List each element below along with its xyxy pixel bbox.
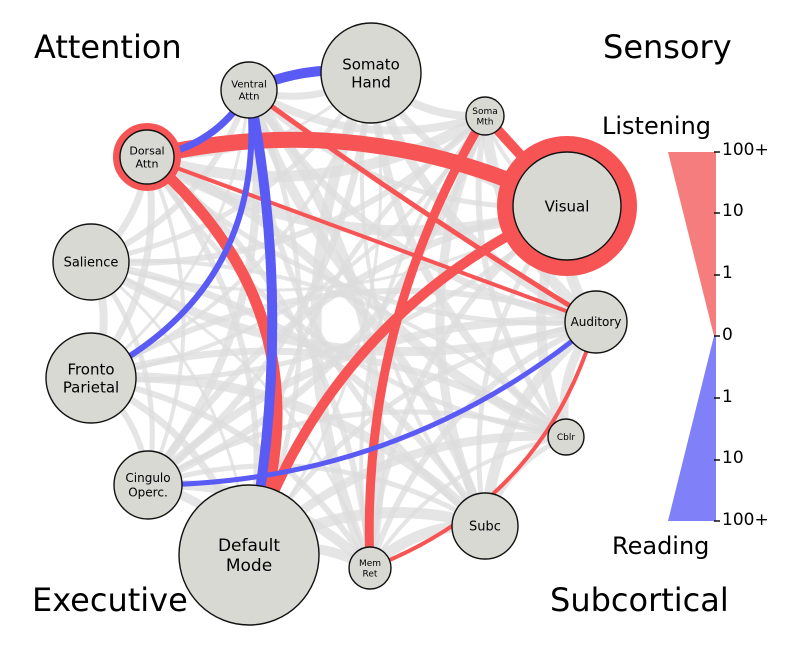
node-label-memret: Mem <box>359 559 381 569</box>
node-circle-cblr <box>547 418 585 456</box>
background-edge <box>142 152 490 531</box>
legend-tick-label: 10 <box>722 448 744 468</box>
node-auditory: Auditory <box>564 290 628 354</box>
corner-subcortical-label: Subcortical <box>550 581 729 619</box>
node-label-default: Default <box>218 536 280 556</box>
corner-executive-label: Executive <box>32 581 188 619</box>
node-label-visual: Visual <box>545 197 590 215</box>
listening-edge-auditory-memret <box>368 320 598 570</box>
node-circle-auditory <box>564 290 628 354</box>
background-edge <box>141 110 491 182</box>
node-label-fronto: Parietal <box>63 378 119 396</box>
background-edge <box>145 409 569 488</box>
legend-tick-label: 10 <box>722 201 744 221</box>
background-edge <box>367 319 599 571</box>
node-label-auditory: Auditory <box>571 315 622 329</box>
background-edge <box>88 375 373 571</box>
legend-reading-wedge <box>668 336 716 521</box>
background-edge <box>87 347 570 441</box>
background-edge <box>89 258 568 439</box>
legend-wedges <box>668 151 720 522</box>
node-cblr: Cblr <box>547 418 585 456</box>
corner-sensory-label: Sensory <box>603 28 732 66</box>
legend-tick-label: 1 <box>722 387 733 407</box>
node-circle-cingulo <box>113 450 183 520</box>
node-label-somamth: Soma <box>472 107 498 117</box>
corner-attention-label: Attention <box>34 28 182 66</box>
node-label-ventral: Attn <box>239 92 260 103</box>
node-label-memret: Ret <box>363 570 378 580</box>
legend-listening-wedge <box>668 152 716 336</box>
node-ring-dorsal <box>113 123 181 191</box>
reading-edge-auditory-cingulo <box>145 319 599 488</box>
node-label-subc: Subc <box>469 520 501 535</box>
node-label-dorsal: Dorsal <box>129 144 164 157</box>
node-circle-ventral <box>220 61 278 119</box>
background-edge <box>145 155 186 487</box>
node-circle-visual <box>512 151 622 261</box>
background-edge <box>144 202 571 489</box>
background-edge <box>144 316 600 489</box>
node-ring-visual <box>497 136 637 276</box>
node-circle-default <box>178 484 320 626</box>
listening-edge-ventral-auditory <box>246 87 599 325</box>
node-label-default: Mode <box>226 556 272 576</box>
listening-edge-somamth-memret <box>364 111 490 573</box>
legend-listening-label: Listening <box>602 112 712 140</box>
node-circle-dorsal <box>119 129 175 185</box>
background-edge <box>86 372 490 531</box>
node-label-somamth: Mth <box>477 118 494 128</box>
legend-tick-label: 100+ <box>722 510 769 530</box>
node-circle-salience <box>52 223 130 301</box>
node-label-cblr: Cblr <box>557 433 575 443</box>
node-visual: Visual <box>497 136 637 276</box>
node-label-cingulo: Cingulo <box>125 471 170 485</box>
node-circle-somamth <box>465 96 505 136</box>
node-circle-fronto <box>45 332 137 424</box>
node-circle-subc <box>451 492 519 560</box>
reading-edge-ventral-fronto <box>88 87 255 381</box>
node-label-ventral: Ventral <box>231 80 267 91</box>
background-edge <box>88 287 599 381</box>
node-label-fronto: Fronto <box>67 360 114 378</box>
node-label-cingulo: Operc. <box>128 485 168 499</box>
legend-tick-label: 100+ <box>722 140 769 160</box>
background-edge <box>145 463 488 529</box>
node-circle-memret <box>348 546 392 590</box>
legend-reading-label: Reading <box>612 532 710 560</box>
legend-tick-label: 0 <box>722 325 733 345</box>
network-nodes: VentralAttnSomatoHandSomaMthDorsalAttnVi… <box>45 22 637 626</box>
node-label-somatohand: Hand <box>351 73 391 91</box>
node-salience: Salience <box>52 223 130 301</box>
node-label-dorsal: Attn <box>136 157 159 170</box>
node-subc: Subc <box>451 492 519 560</box>
listening-edge-dorsal-auditory <box>145 155 598 324</box>
background-edge <box>368 435 568 570</box>
node-label-somatohand: Somato <box>342 55 400 73</box>
legend-tick-label: 1 <box>722 263 733 283</box>
node-circle-somatohand <box>320 22 422 124</box>
node-label-salience: Salience <box>64 256 119 271</box>
